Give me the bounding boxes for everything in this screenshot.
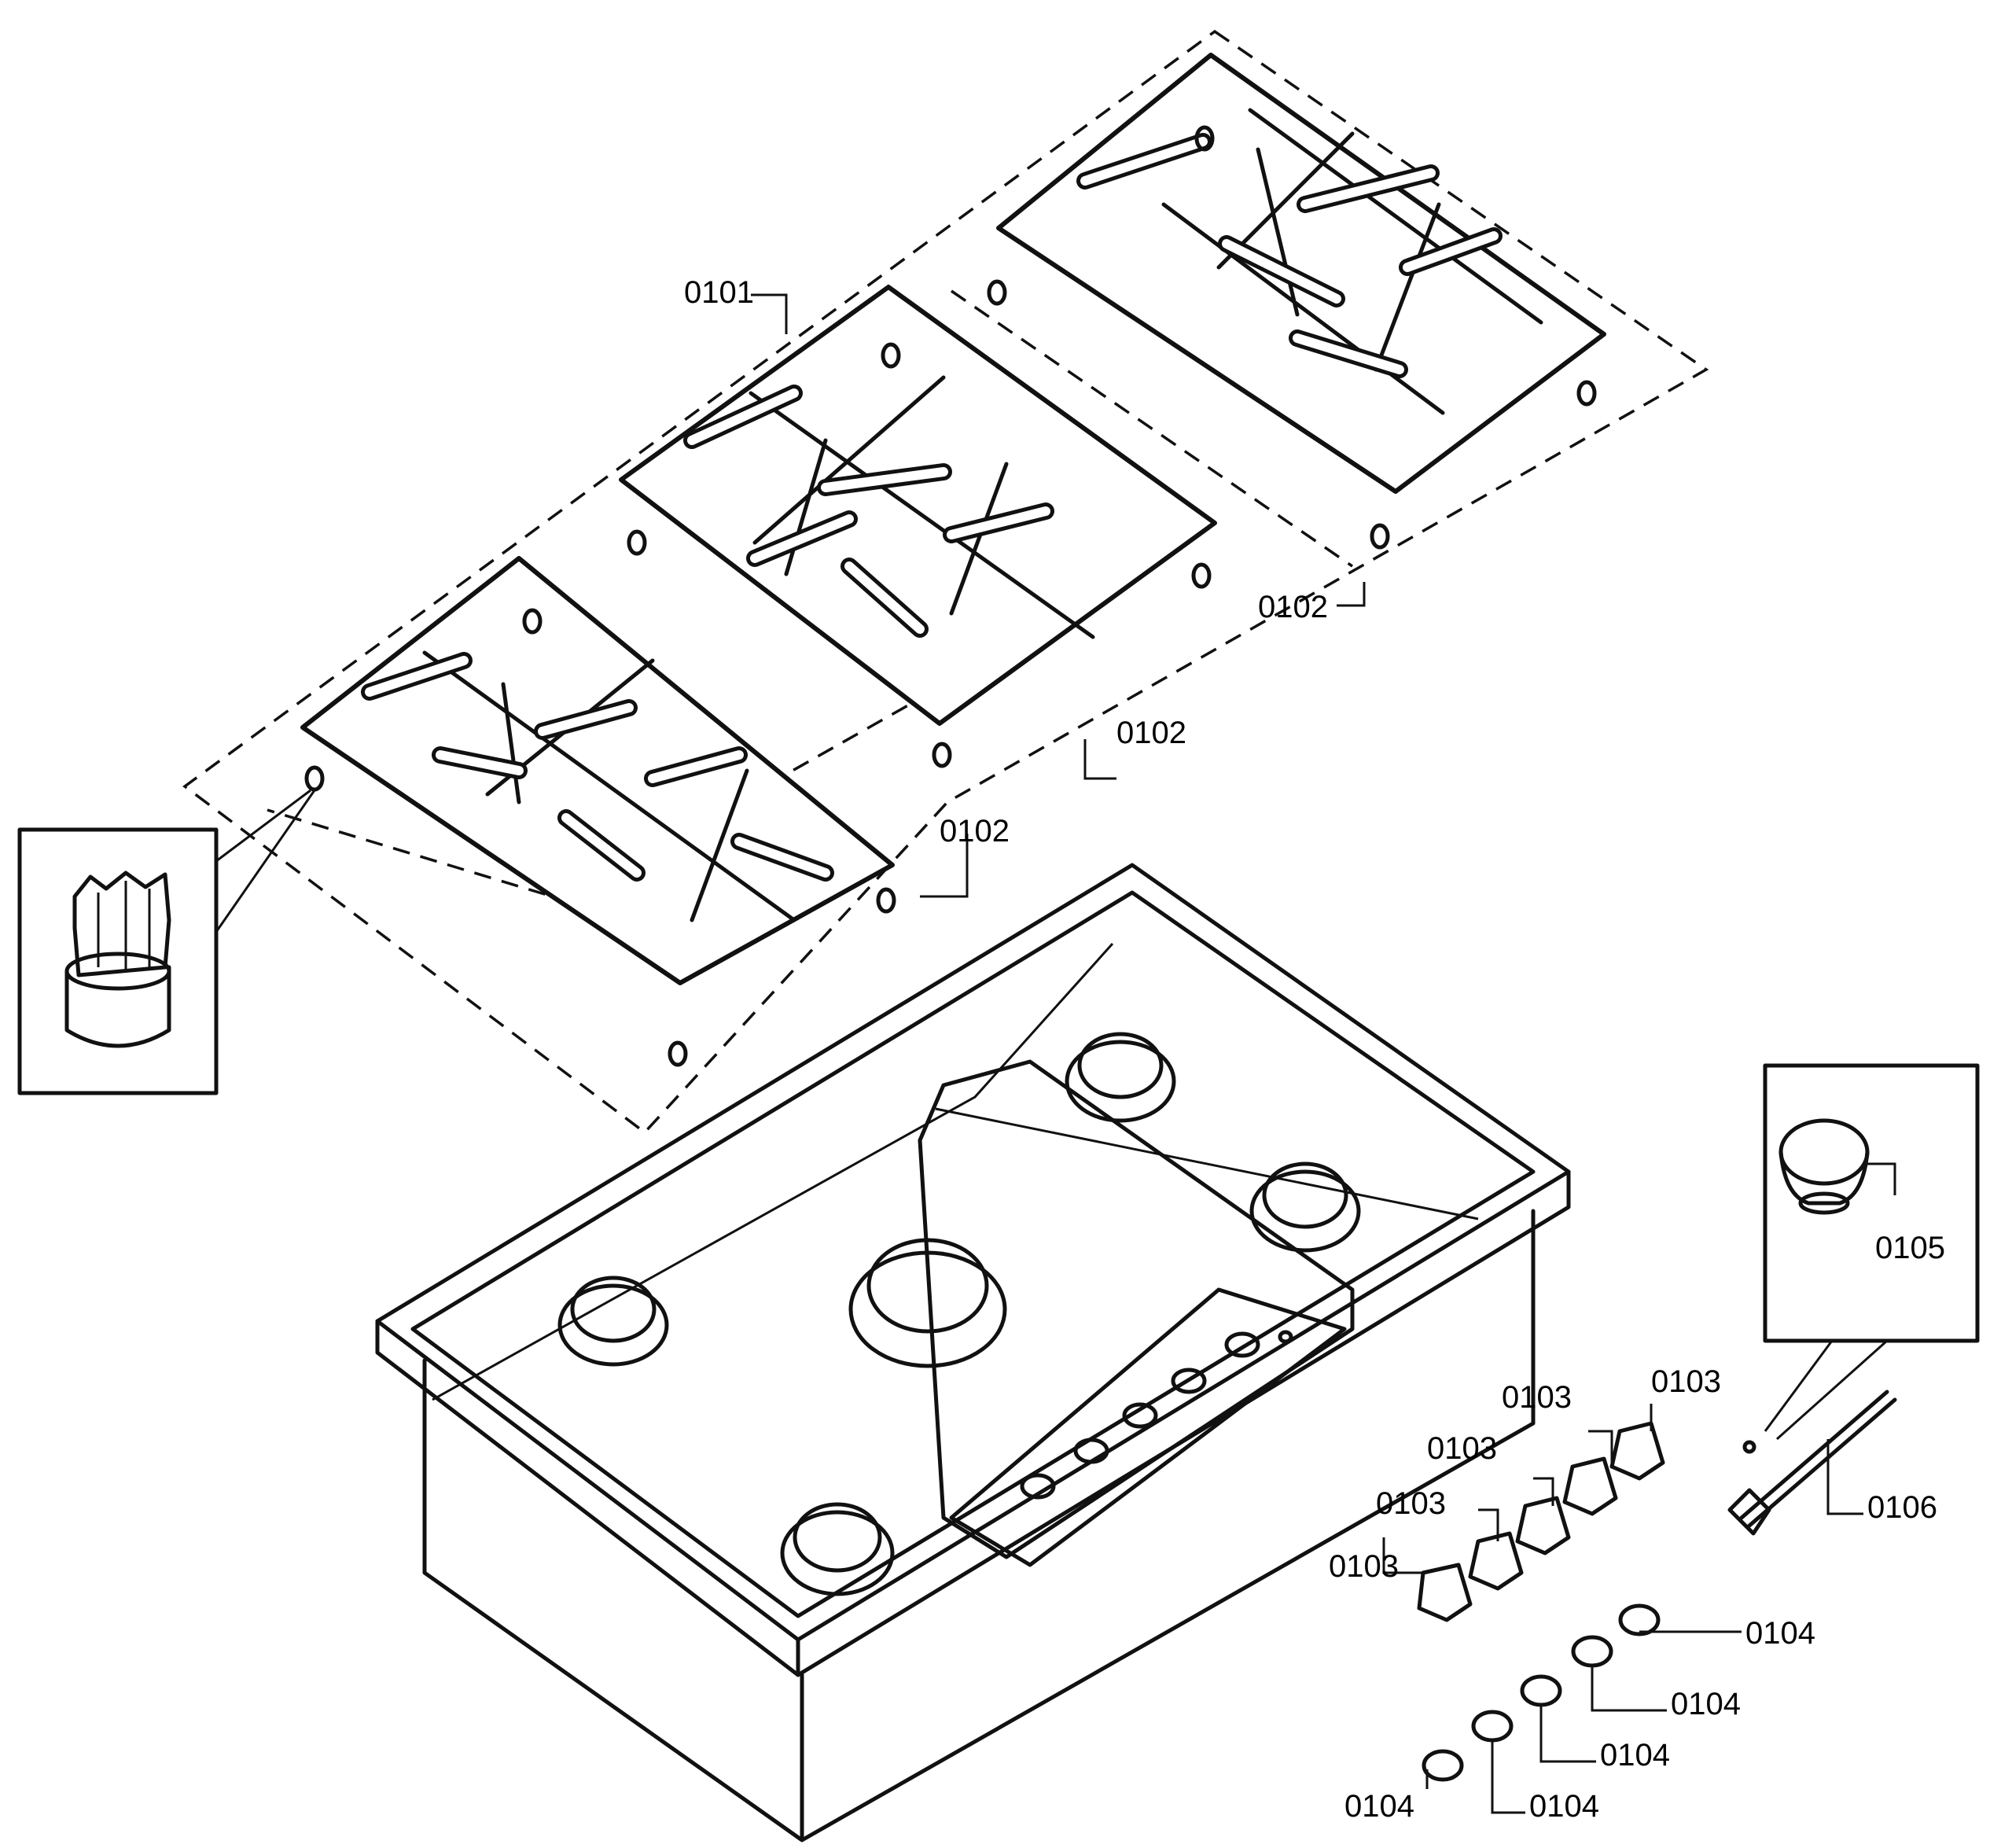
burner-center xyxy=(848,1238,1007,1368)
callout-knob-2: 0103 xyxy=(1376,1486,1446,1521)
callout-ring-3: 0104 xyxy=(1600,1738,1670,1773)
cooktop xyxy=(375,863,1571,1842)
callout-knob-1: 0103 xyxy=(1329,1549,1399,1584)
cleaning-brush xyxy=(1727,1390,1897,1536)
leader-lines xyxy=(751,293,1896,1814)
grate-left xyxy=(300,556,896,1067)
burner-rear-left xyxy=(780,1502,895,1596)
burner-rear-right xyxy=(1065,1032,1176,1123)
callout-grate-right: 0102 xyxy=(1258,590,1328,624)
callout-ring-5: 0104 xyxy=(1745,1616,1815,1651)
grate-foot-detail xyxy=(17,789,316,1095)
callout-ring-4: 0104 xyxy=(1671,1687,1741,1721)
grate-right xyxy=(987,53,1606,550)
callout-knob-4: 0103 xyxy=(1502,1380,1572,1415)
callout-knob-3: 0103 xyxy=(1427,1431,1497,1466)
burner-cap-detail xyxy=(1763,1063,1980,1441)
grate-center xyxy=(619,285,1217,768)
callout-brush: 0106 xyxy=(1867,1490,1937,1525)
burner-front-left xyxy=(557,1276,669,1367)
trim-rings xyxy=(1422,1603,1661,1782)
callout-ring-1: 0104 xyxy=(1344,1789,1414,1824)
callout-ring-2: 0104 xyxy=(1529,1789,1599,1824)
callout-knob-5: 0103 xyxy=(1651,1364,1721,1399)
callout-cap: 0105 xyxy=(1875,1231,1945,1265)
callout-grate-center: 0102 xyxy=(1116,716,1186,750)
callout-grate-left: 0102 xyxy=(940,814,1010,849)
callout-labels: 0101 0102 0102 0102 0103 0103 0103 0103 … xyxy=(684,275,1945,1824)
control-knobs xyxy=(1417,1421,1665,1622)
burner-front-right xyxy=(1249,1161,1361,1253)
callout-grate-upper: 0101 xyxy=(684,275,754,310)
